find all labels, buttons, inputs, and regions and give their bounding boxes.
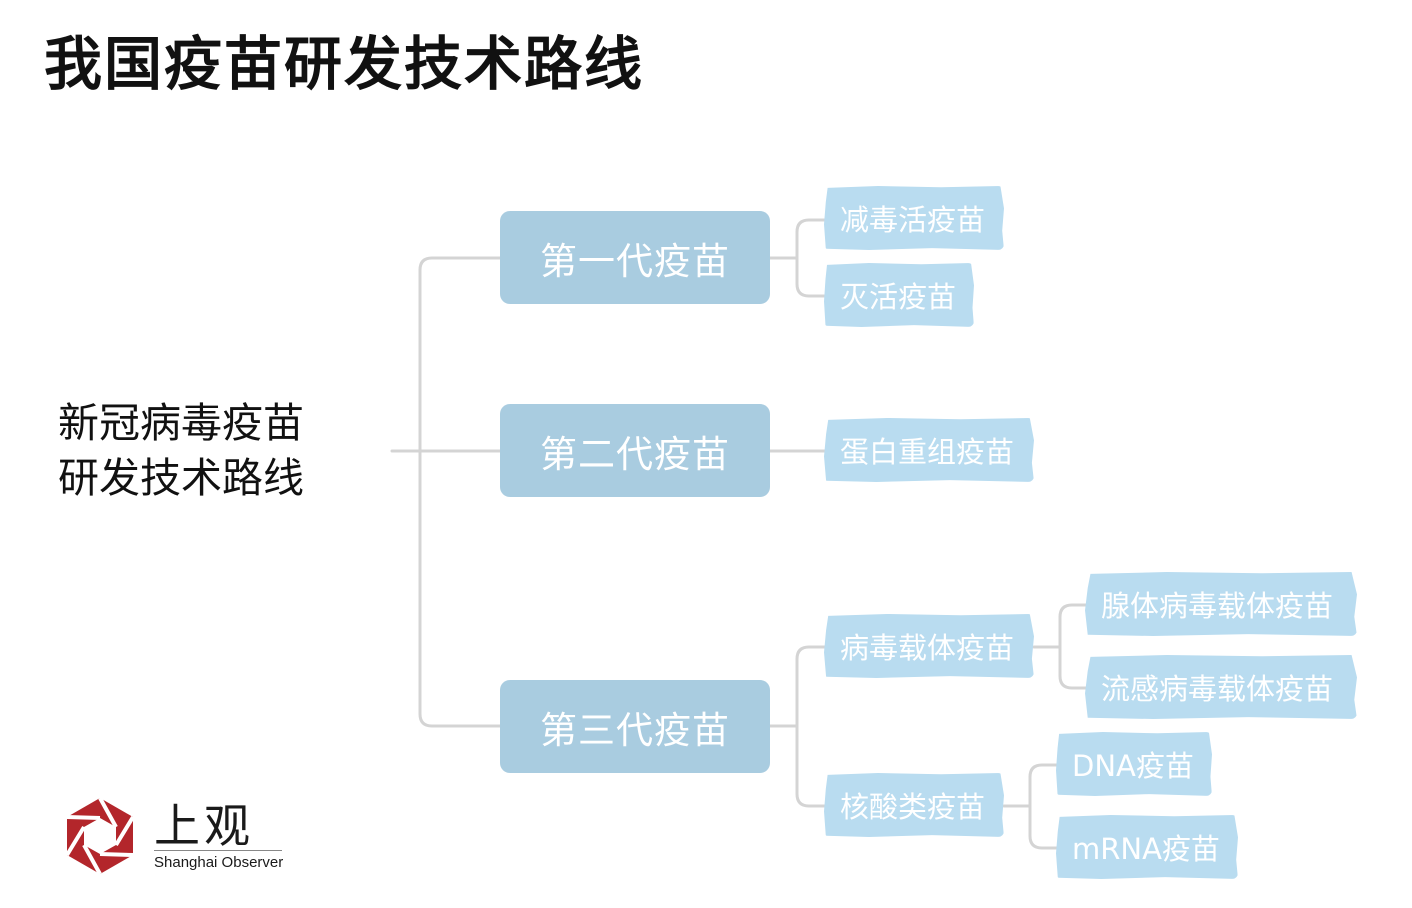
connector-vector-children: [1032, 603, 1088, 690]
logo-text-en: Shanghai Observer: [154, 854, 284, 871]
logo-text-cn: 上观: [154, 799, 254, 853]
node-viral-vector: 病毒载体疫苗: [824, 614, 1034, 678]
connector-nucleic-children: [1002, 763, 1060, 850]
root-label: 新冠病毒疫苗 研发技术路线: [58, 396, 304, 506]
node-nucleic-acid: 核酸类疫苗: [824, 773, 1004, 837]
logo-divider: [154, 850, 282, 851]
node-mrna-vaccine: mRNA疫苗: [1056, 815, 1238, 879]
node-dna-vaccine: DNA疫苗: [1056, 732, 1212, 796]
shanghai-observer-logo: 上观 Shanghai Observer: [60, 796, 300, 880]
connector-trunk: [418, 256, 502, 728]
logo-shutter-icon: [65, 797, 135, 875]
node-inactivated: 灭活疫苗: [824, 263, 974, 327]
node-recombinant-protein: 蛋白重组疫苗: [824, 418, 1034, 482]
node-gen2: 第二代疫苗: [500, 404, 770, 497]
connector-gen1-children: [768, 218, 828, 298]
node-gen1: 第一代疫苗: [500, 211, 770, 304]
node-gen3: 第三代疫苗: [500, 680, 770, 773]
root-label-line1: 新冠病毒疫苗: [58, 399, 304, 447]
node-live-attenuated: 减毒活疫苗: [824, 186, 1004, 250]
node-adenovirus-vector: 腺体病毒载体疫苗: [1085, 572, 1357, 636]
page-title: 我国疫苗研发技术路线: [44, 30, 645, 98]
root-label-line2: 研发技术路线: [58, 454, 304, 502]
connector-gen3-children: [768, 645, 828, 808]
node-influenza-vector: 流感病毒载体疫苗: [1085, 655, 1357, 719]
